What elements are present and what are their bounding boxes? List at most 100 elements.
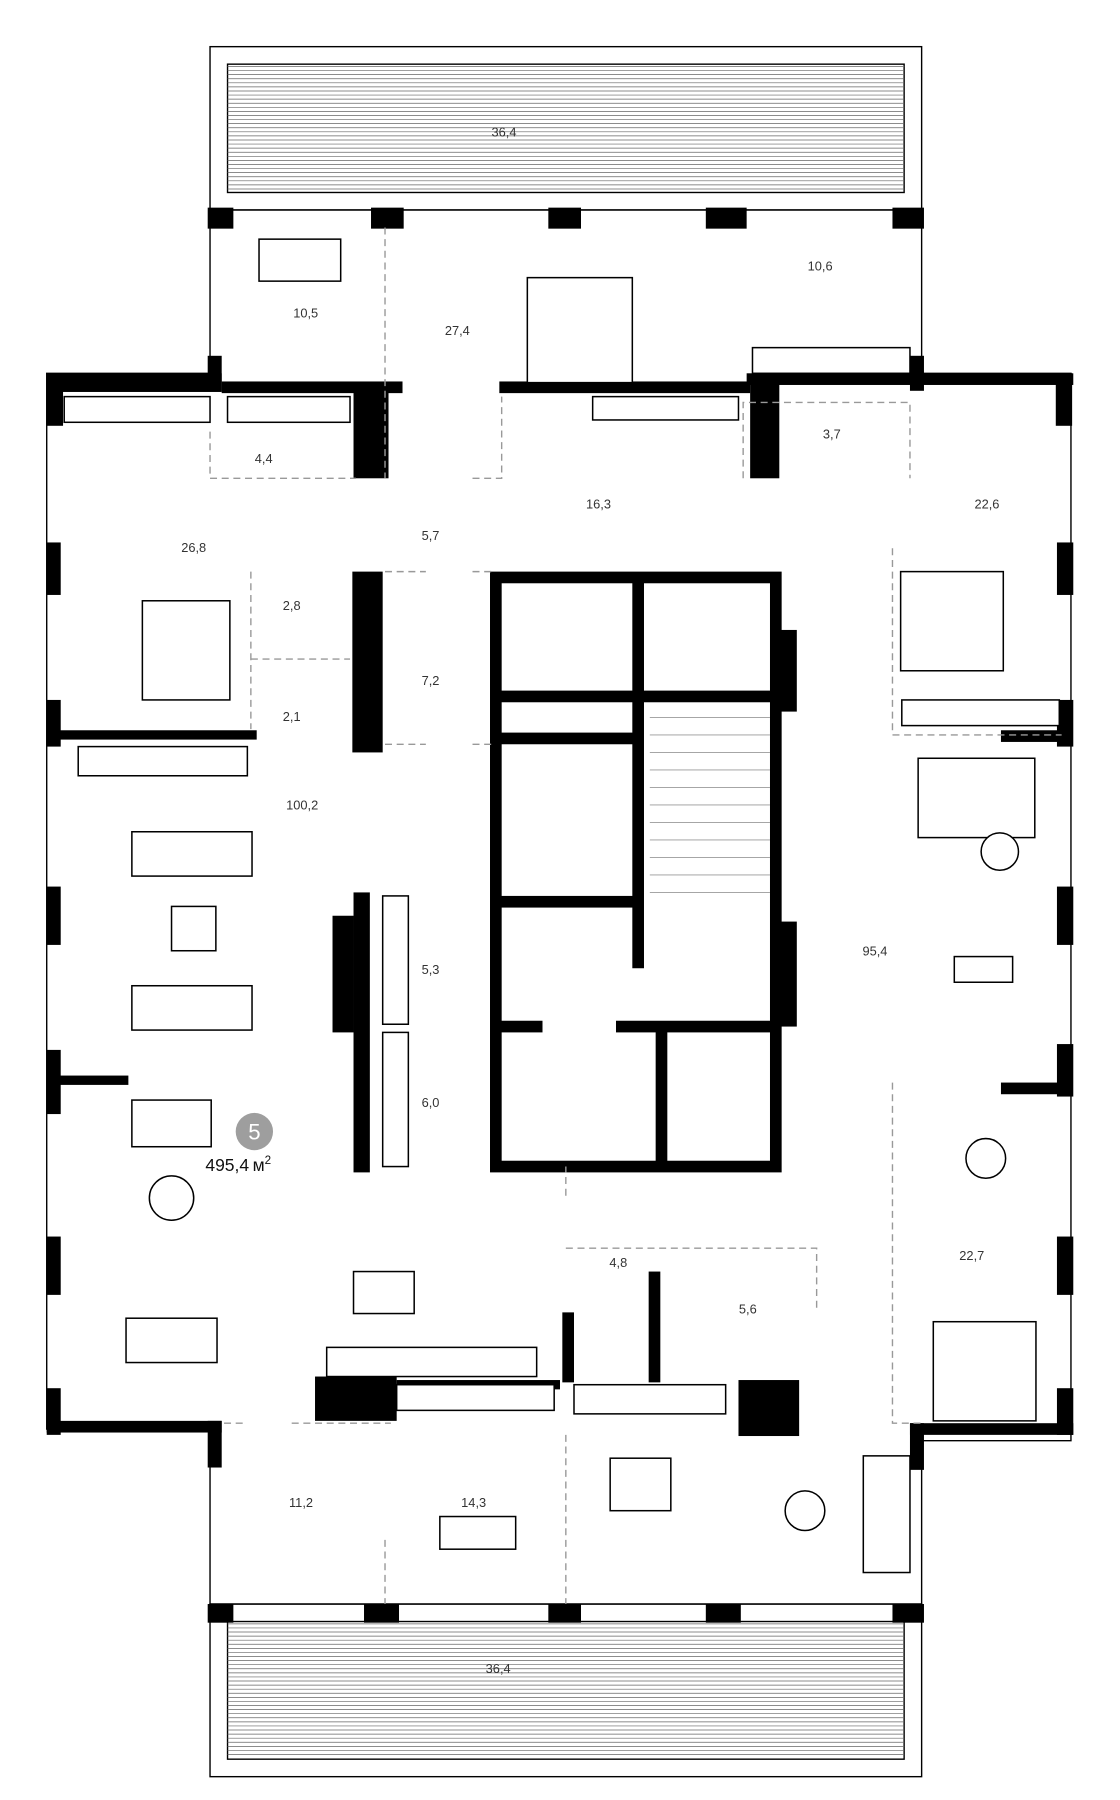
staircase [649, 716, 770, 893]
total-area-unit: м [253, 1155, 265, 1175]
wall-segment [1056, 542, 1074, 595]
wall-segment [371, 207, 404, 229]
walls [46, 207, 1074, 1623]
wall-segment [46, 1236, 61, 1295]
corner-sofa [917, 757, 1036, 839]
bed [932, 1320, 1037, 1422]
kitchen-island [352, 1270, 415, 1315]
wall-segment [746, 373, 922, 385]
wall-segment [46, 1075, 129, 1085]
total-area-value: 495,4 [205, 1155, 249, 1175]
wall-segment [1055, 373, 1073, 426]
core-wall [655, 1026, 668, 1167]
wall-segment [46, 373, 64, 426]
wardrobe [751, 346, 911, 375]
round-table [148, 1175, 195, 1221]
area-wc-4-4: 4,4 [255, 451, 273, 466]
wall-segment [648, 1271, 661, 1383]
wall-segment [548, 207, 581, 229]
dining-table [125, 1317, 218, 1364]
core-wall [615, 1020, 776, 1033]
apartment-number: 5 [248, 1120, 260, 1145]
bed [141, 600, 231, 701]
wall-segment [46, 542, 61, 595]
wall-segment [909, 1423, 924, 1470]
area-balcony-bottom: 36,4 [486, 1661, 511, 1676]
area-office-14-3: 14,3 [461, 1495, 486, 1510]
wall-segment [1056, 886, 1074, 945]
core-shafts [490, 571, 797, 1173]
area-bedroom-22-7: 22,7 [959, 1248, 984, 1263]
sofa [131, 984, 253, 1031]
sofa [862, 1455, 911, 1574]
dining-table [953, 955, 1014, 984]
wall-segment [705, 1604, 741, 1623]
wall-segment [705, 207, 747, 229]
area-living-95-4: 95,4 [862, 943, 887, 958]
bathtub [258, 238, 342, 282]
total-area-unit-sup: 2 [265, 1154, 271, 1167]
wall-segment [353, 384, 389, 479]
area-bath-4-8: 4,8 [609, 1255, 627, 1270]
wall-segment [909, 1423, 1074, 1435]
wardrobe [395, 1383, 555, 1412]
wall-segment [562, 1312, 574, 1383]
area-hall-5-7: 5,7 [422, 528, 440, 543]
desk [439, 1515, 517, 1550]
area-balcony-top: 36,4 [492, 124, 517, 139]
wall-segment [738, 1380, 800, 1437]
wall-segment [892, 207, 924, 229]
bed [899, 570, 1005, 672]
wall-segment [207, 207, 234, 229]
core-wall [495, 1020, 543, 1033]
core-wall [495, 732, 639, 745]
wardrobe [226, 395, 351, 424]
area-bath-top-left: 10,5 [293, 305, 318, 320]
wall-segment [46, 373, 222, 392]
wardrobe [901, 699, 1061, 727]
coffee-table [170, 905, 217, 952]
balcony-top [209, 45, 923, 211]
wall-segment [1056, 1236, 1074, 1295]
wall-segment [207, 1420, 222, 1468]
wardrobe [591, 395, 740, 421]
wardrobe [77, 745, 249, 777]
wall-segment [46, 730, 257, 740]
area-corridor-7-2: 7,2 [422, 673, 440, 688]
wall-segment [548, 1604, 581, 1623]
area-study-top-right: 10,6 [808, 259, 833, 274]
wardrobe [381, 1031, 410, 1168]
area-bedroom-top: 27,4 [445, 323, 470, 338]
sofa [131, 830, 253, 877]
wall-segment [352, 571, 383, 753]
wall-segment [315, 1376, 397, 1421]
area-storage-5-3: 5,3 [422, 962, 440, 977]
core-wall [775, 921, 797, 1027]
wall-segment [221, 381, 403, 394]
wall-segment [750, 381, 780, 479]
wall-segment [1000, 1082, 1071, 1095]
area-living-100-2: 100,2 [286, 798, 318, 813]
wall-segment [892, 1604, 924, 1623]
wall-segment [207, 1604, 234, 1623]
core-wall [495, 690, 776, 703]
wardrobe [63, 395, 211, 424]
wall-segment [1000, 730, 1071, 742]
sofa [131, 1099, 212, 1148]
core-wall [632, 577, 644, 969]
area-bedroom-22-6: 22,6 [974, 497, 999, 512]
area-wc-2-1: 2,1 [283, 709, 301, 724]
area-bedroom-26-8: 26,8 [181, 540, 206, 555]
balcony-bottom [209, 1603, 923, 1778]
core-wall [495, 895, 639, 908]
wall-segment [364, 1604, 400, 1623]
kitchen-counter [573, 1383, 727, 1415]
partitions [209, 227, 1062, 1605]
area-shower-3-7: 3,7 [823, 427, 841, 442]
round-table [980, 832, 1020, 872]
wall-segment [921, 373, 1074, 385]
